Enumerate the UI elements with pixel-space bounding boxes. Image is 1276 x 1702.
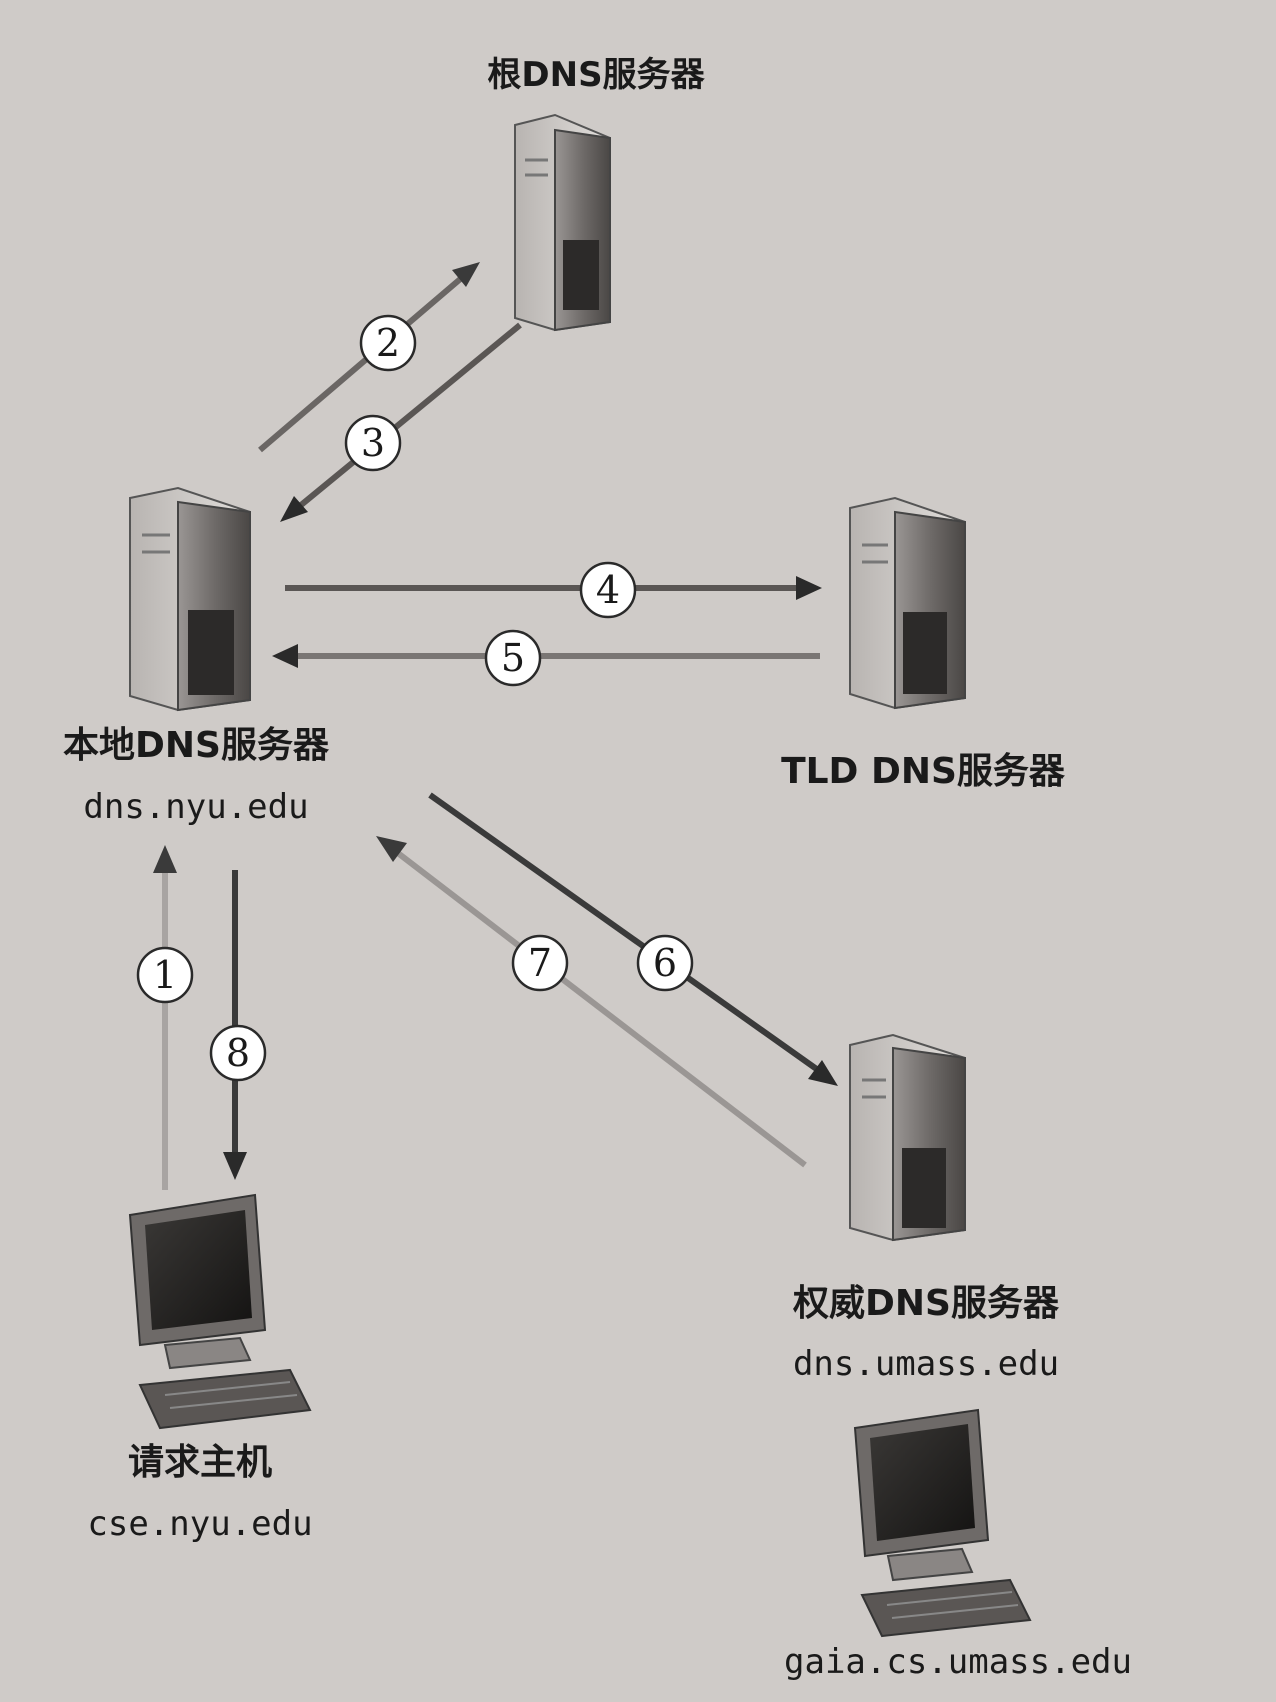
server-tower-icon <box>129 486 251 712</box>
desktop-computer-icon <box>128 1193 312 1430</box>
step-5-arrow: 5 <box>272 629 820 687</box>
auth-server-label: 权威DNS服务器 <box>792 1283 1060 1324</box>
step-6-arrow: 6 <box>428 792 838 1086</box>
step-2-arrow: 2 <box>258 262 480 453</box>
server-tower-icon <box>849 1033 966 1242</box>
root-dns-server: 根DNS服务器 <box>487 55 706 332</box>
local-server-label: 本地DNS服务器 <box>63 725 330 766</box>
server-tower-icon <box>514 113 611 332</box>
step-4-label: 4 <box>596 568 620 612</box>
step-7-label: 7 <box>528 941 552 985</box>
target-host-name: gaia.cs.umass.edu <box>784 1642 1132 1682</box>
step-1-label: 1 <box>153 953 177 997</box>
requesting-host-name: cse.nyu.edu <box>87 1504 312 1544</box>
server-tower-icon <box>849 496 966 710</box>
step-5-label: 5 <box>501 636 525 680</box>
step-2-label: 2 <box>376 321 400 365</box>
target-host: gaia.cs.umass.edu <box>784 1408 1132 1682</box>
auth-server-host: dns.umass.edu <box>793 1344 1059 1384</box>
authoritative-dns-server: 权威DNS服务器 dns.umass.edu <box>792 1033 1060 1384</box>
step-4-arrow: 4 <box>285 561 822 619</box>
step-8-label: 8 <box>226 1031 250 1075</box>
desktop-computer-icon <box>853 1408 1032 1638</box>
step-6-label: 6 <box>653 941 677 985</box>
step-8-arrow: 8 <box>209 870 267 1180</box>
step-7-arrow: 7 <box>376 836 807 1168</box>
local-server-host: dns.nyu.edu <box>83 787 308 827</box>
local-dns-server: 本地DNS服务器 dns.nyu.edu <box>63 486 330 827</box>
root-server-label: 根DNS服务器 <box>487 55 705 95</box>
step-3-arrow: 3 <box>280 322 522 522</box>
step-1-arrow: 1 <box>136 845 194 1190</box>
tld-server-label: TLD DNS服务器 <box>781 751 1066 792</box>
requesting-host: 请求主机 cse.nyu.edu <box>87 1193 313 1544</box>
tld-dns-server: TLD DNS服务器 <box>781 496 1066 792</box>
step-3-label: 3 <box>361 421 385 465</box>
requesting-host-label: 请求主机 <box>128 1442 272 1483</box>
